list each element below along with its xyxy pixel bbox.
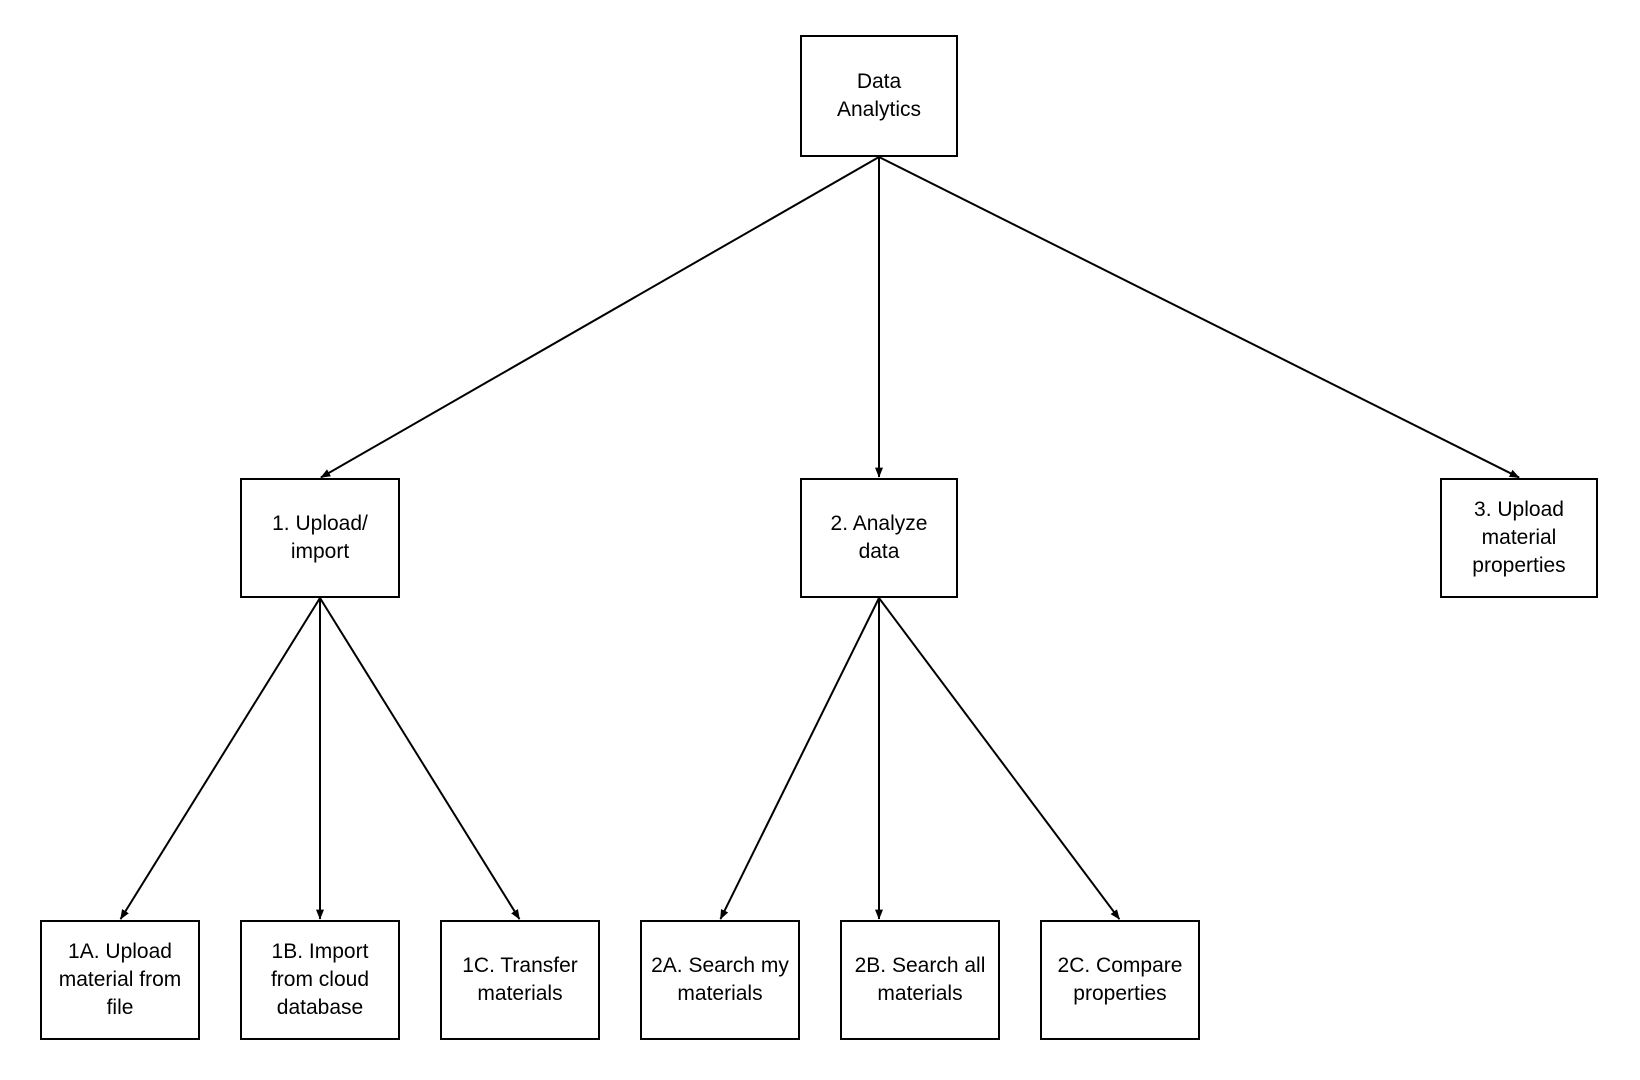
node-label-n2c: 2C. Compare properties	[1057, 954, 1183, 1005]
node-root[interactable]: Data Analytics	[800, 35, 958, 157]
node-label-n1a: 1A. Upload material from file	[58, 940, 182, 1019]
edge-n1-to-n1a	[119, 597, 321, 920]
node-label-n2b: 2B. Search all materials	[854, 954, 986, 1005]
node-label-n1c: 1C. Transfer materials	[462, 954, 578, 1005]
node-n2a[interactable]: 2A. Search my materials	[640, 920, 800, 1040]
edge-n1-to-n1c	[319, 597, 521, 920]
node-n2[interactable]: 2. Analyze data	[800, 478, 958, 598]
node-label-n1: 1. Upload/ import	[272, 512, 368, 563]
node-n1a[interactable]: 1A. Upload material from file	[40, 920, 200, 1040]
node-n2c[interactable]: 2C. Compare properties	[1040, 920, 1200, 1040]
node-label-n1b: 1B. Import from cloud database	[270, 940, 370, 1019]
edge-root-to-n3	[878, 156, 1520, 479]
node-n1[interactable]: 1. Upload/ import	[240, 478, 400, 598]
node-label-n2a: 2A. Search my materials	[651, 954, 789, 1005]
node-n3[interactable]: 3. Upload material properties	[1440, 478, 1598, 598]
node-label-n3: 3. Upload material properties	[1472, 498, 1566, 577]
node-label-root: Data Analytics	[836, 70, 922, 121]
edge-n2-to-n2a	[719, 597, 880, 920]
node-n2b[interactable]: 2B. Search all materials	[840, 920, 1000, 1040]
edge-root-to-n1	[320, 156, 880, 479]
node-n1c[interactable]: 1C. Transfer materials	[440, 920, 600, 1040]
node-n1b[interactable]: 1B. Import from cloud database	[240, 920, 400, 1040]
edge-n2-to-n2c	[878, 597, 1121, 920]
node-label-n2: 2. Analyze data	[830, 512, 928, 563]
